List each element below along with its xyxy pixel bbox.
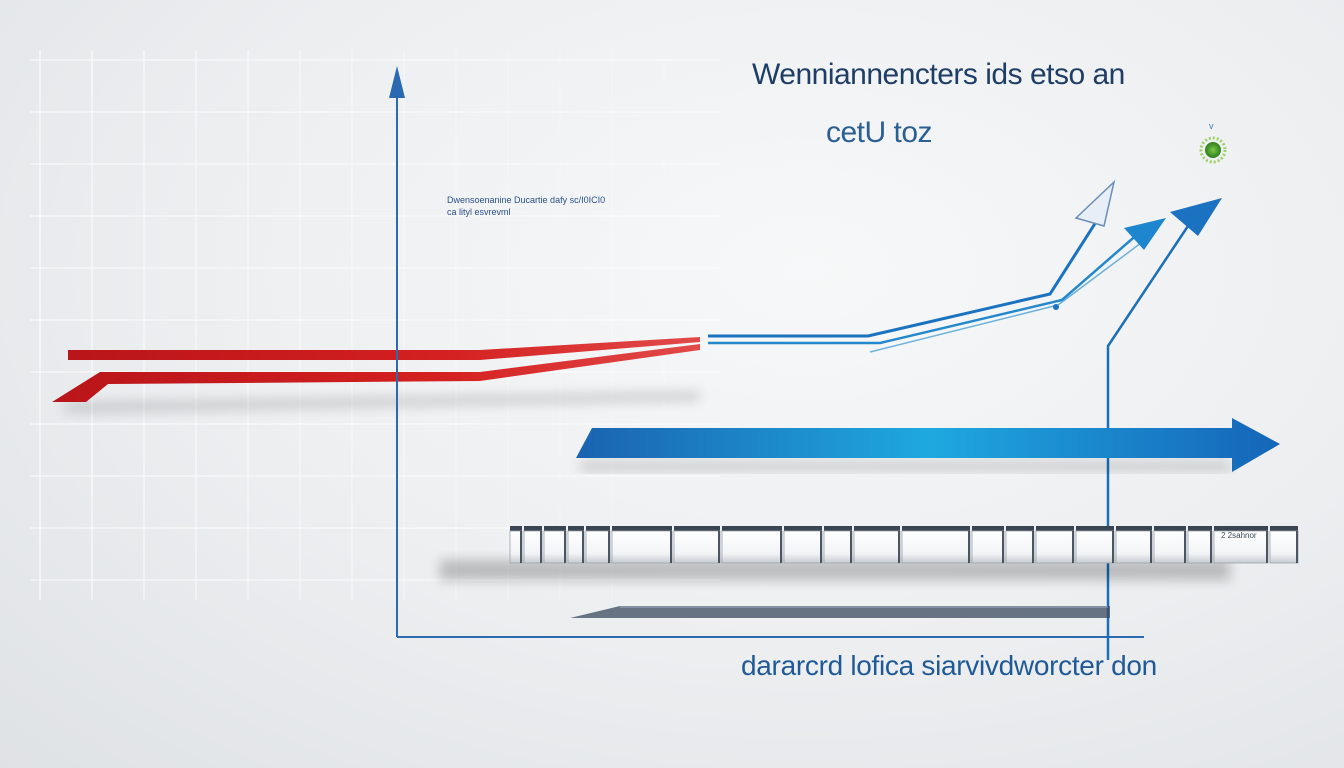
bar-top <box>854 526 900 532</box>
bar <box>823 530 853 564</box>
bar-top <box>1006 526 1034 532</box>
red-arrow-shadow <box>60 392 700 412</box>
bar-edge <box>564 531 566 563</box>
bar <box>853 530 901 564</box>
bar <box>1115 530 1153 564</box>
series-blue-rising-arrows <box>708 179 1222 660</box>
bar-edge <box>1210 531 1212 563</box>
bar-edge <box>820 531 822 563</box>
bar-top <box>972 526 1004 532</box>
bar <box>1005 530 1035 564</box>
bar-top <box>824 526 852 532</box>
wide-arrow-shadow <box>580 462 1230 470</box>
bar <box>901 530 971 564</box>
base-stand <box>570 606 1110 618</box>
annotation-line-1: Dwensoenanine Ducartie dafy sc/I0ICI0 <box>447 195 606 205</box>
bar-edge <box>1150 531 1152 563</box>
rising-arrowhead-3 <box>1170 198 1222 236</box>
bar-edge <box>1112 531 1114 563</box>
bar <box>1035 530 1075 564</box>
bar <box>783 530 823 564</box>
bar <box>1187 530 1213 564</box>
bar-top <box>1076 526 1114 532</box>
y-axis-arrowhead <box>389 66 405 98</box>
badge-core <box>1205 142 1221 158</box>
bar <box>567 530 585 564</box>
bar-top <box>612 526 672 532</box>
block-row-label: 2 2sahnor <box>1221 531 1257 540</box>
bar-edge <box>1032 531 1034 563</box>
bar-edge <box>968 531 970 563</box>
bar-edge <box>1296 531 1298 563</box>
bar-top <box>568 526 584 532</box>
bar-edge <box>1184 531 1186 563</box>
bar-edge <box>608 531 610 563</box>
bar-top <box>722 526 782 532</box>
bar-top <box>1154 526 1186 532</box>
chart-title: Wenniannencters ids etso an <box>752 58 1125 91</box>
bar-top <box>902 526 970 532</box>
bar-top <box>1214 526 1268 532</box>
rising-arrow-line-1 <box>708 221 1098 338</box>
bar-top <box>510 526 522 532</box>
bar-top <box>1188 526 1212 532</box>
rising-arrowhead-1 <box>1074 179 1116 227</box>
bar-edge <box>850 531 852 563</box>
bar-edge <box>670 531 672 563</box>
bar-top <box>1116 526 1152 532</box>
red-ribbon-lower <box>52 344 700 402</box>
bar <box>673 530 721 564</box>
badge-rays <box>1199 136 1227 164</box>
y-axis <box>389 66 405 637</box>
series-red-ribbon-arrow <box>52 337 700 412</box>
rising-arrow-line-2 <box>708 231 1141 345</box>
background-grid <box>30 50 720 600</box>
bar-top <box>1270 526 1298 532</box>
bar <box>1153 530 1187 564</box>
bar <box>543 530 567 564</box>
bar <box>523 530 543 564</box>
bar-top <box>524 526 542 532</box>
bar <box>721 530 783 564</box>
bar-top <box>1036 526 1074 532</box>
bar-edge <box>1266 531 1268 563</box>
gear-badge-icon: v <box>1199 121 1227 164</box>
bar-edge <box>1072 531 1074 563</box>
annotation-line-2: ca lityl esvrevml <box>447 207 511 217</box>
bar <box>971 530 1005 564</box>
bar-edge <box>540 531 542 563</box>
chart-subtitle: cetU toz <box>826 116 933 149</box>
bar <box>585 530 611 564</box>
wide-arrow-body <box>576 418 1280 472</box>
bar-top <box>586 526 610 532</box>
bar-top <box>674 526 720 532</box>
bar <box>611 530 673 564</box>
badge-mark: v <box>1209 121 1214 131</box>
bar-edge <box>582 531 584 563</box>
bar <box>1213 530 1269 564</box>
bar-edge <box>718 531 720 563</box>
base-stand-shape <box>570 606 1110 618</box>
x-axis-label: dararcrd lofica siarvivdworcter don <box>741 650 1157 681</box>
bars-group <box>509 526 1299 564</box>
rising-arrowhead-2 <box>1124 218 1166 250</box>
bar-edge <box>898 531 900 563</box>
bar-edge <box>520 531 522 563</box>
bar-edge <box>1002 531 1004 563</box>
bar-top <box>784 526 822 532</box>
block-row <box>440 526 1299 580</box>
block-row-shadow <box>440 560 1230 580</box>
rising-arrow-dot <box>1053 304 1059 310</box>
bar <box>1269 530 1299 564</box>
bar <box>1075 530 1115 564</box>
red-ribbon-upper <box>68 337 700 360</box>
bar-top <box>544 526 566 532</box>
series-wide-blue-arrow <box>576 418 1280 472</box>
bar-edge <box>780 531 782 563</box>
